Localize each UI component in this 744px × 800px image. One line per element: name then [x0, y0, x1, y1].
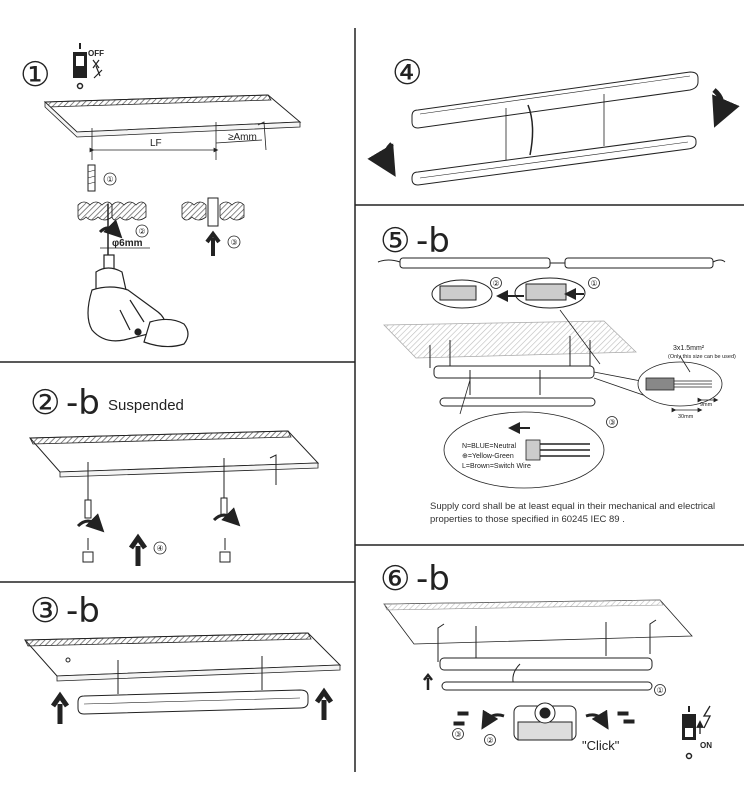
switch-on-label: ON	[700, 741, 712, 750]
terminal-detail	[443, 379, 605, 489]
dimension-lines	[89, 121, 267, 160]
suspended-fixture	[437, 619, 657, 691]
step-4-number: ④	[392, 53, 422, 93]
sheath-length-label: 30mm	[678, 414, 694, 420]
wire-size-label: 3x1.5mm²	[673, 345, 705, 352]
ceiling-board	[383, 320, 637, 359]
screw-icon	[87, 164, 96, 192]
switch-off-label: OFF	[88, 49, 104, 58]
up-arrow-right-icon	[314, 687, 334, 720]
ceiling-board	[43, 94, 302, 138]
panel-step-3b: ③ -b	[23, 591, 342, 724]
callout-4: ④	[157, 544, 164, 553]
step-3b-number: ③	[30, 591, 60, 631]
callout-3: ③	[231, 238, 238, 247]
callout-3: ③	[609, 418, 616, 427]
hole-size-label: φ6mm	[112, 238, 143, 249]
callout-2: ②	[139, 227, 146, 236]
up-arrow-left-icon	[50, 691, 70, 724]
step-2b-title: Suspended	[108, 397, 184, 414]
panel-step-4: ④	[367, 53, 740, 186]
step-6b-number: ⑥	[380, 559, 410, 599]
step-6b-suffix: -b	[416, 559, 450, 599]
callout-1: ①	[107, 175, 114, 184]
up-arrow-icon	[423, 672, 433, 690]
fixture-housing	[411, 71, 699, 160]
supply-cord-note-line1: Supply cord shall be at least equal in t…	[430, 501, 715, 512]
callout-2: ②	[493, 279, 500, 288]
step-1-number: ①	[20, 55, 50, 95]
suspended-fixture	[429, 309, 647, 407]
click-label: "Click"	[582, 738, 620, 753]
connector-detail	[431, 277, 586, 309]
ceiling-board	[23, 632, 342, 682]
step-5b-suffix: -b	[416, 221, 450, 261]
cable-detail	[637, 355, 723, 413]
legend-live: L=Brown=Switch Wire	[462, 463, 531, 470]
supply-cord-note-line2: properties to those specified in 60245 I…	[430, 514, 625, 525]
fixture-diffuser	[411, 135, 697, 186]
legend-neutral: N=BLUE=Neutral	[462, 443, 517, 450]
ceiling-board	[28, 430, 320, 485]
strip-length-label: 9mm	[700, 402, 713, 408]
step-2b-number: ②	[30, 383, 60, 423]
callout-1: ①	[591, 279, 598, 288]
step-5b-number: ⑤	[380, 221, 410, 261]
ceiling-board	[383, 599, 693, 645]
step-3b-suffix: -b	[66, 591, 100, 631]
wire-size-note: (Only this size can be used)	[668, 354, 736, 360]
rotate-arrow-right-icon	[712, 88, 740, 128]
wall-section-anchor	[181, 197, 245, 256]
suspension-hooks	[76, 458, 241, 563]
legend-earth: ⊕=Yellow-Green	[462, 453, 514, 460]
drill-icon	[87, 254, 189, 348]
panel-step-5b: ⑤ -b ② ①	[377, 221, 736, 525]
up-arrow-icon	[128, 533, 148, 566]
callout-1: ①	[657, 686, 664, 695]
callout-2: ②	[487, 736, 494, 745]
rotate-arrow-left-icon	[367, 142, 396, 177]
step-2b-suffix: -b	[66, 383, 100, 423]
panel-step-2b: ② -b Suspended ④	[28, 383, 320, 566]
power-switch-on-icon	[682, 705, 712, 760]
wall-section-drilling	[77, 201, 150, 255]
dimension-lf-label: LF	[150, 138, 162, 149]
end-cap-detail	[453, 702, 635, 741]
panel-step-1: ① OFF LF ≥Amm	[20, 43, 302, 348]
callout-3: ③	[455, 730, 462, 739]
dimension-gap-label: ≥Amm	[228, 132, 257, 143]
power-switch-off-icon	[73, 43, 103, 90]
panel-dividers	[0, 28, 744, 772]
fixture-pair-top	[377, 257, 726, 269]
led-fixture	[77, 656, 309, 715]
panel-step-6b: ⑥ -b ① ③	[380, 559, 712, 760]
